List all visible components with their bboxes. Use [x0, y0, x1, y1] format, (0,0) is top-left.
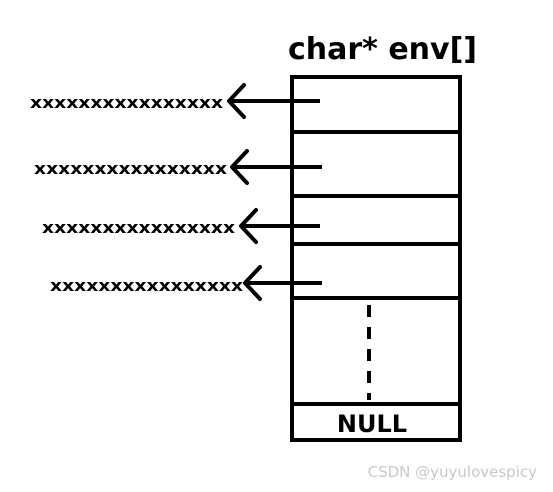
env-entry: xxxxxxxxxxxxxxxx	[34, 149, 322, 185]
env-entry: xxxxxxxxxxxxxxxx	[50, 265, 322, 301]
watermark-text: CSDN @yuyulovespicy	[368, 463, 538, 481]
array-box	[290, 75, 462, 442]
null-terminator-label: NULL	[337, 410, 407, 438]
env-string-label: xxxxxxxxxxxxxxxx	[50, 276, 244, 295]
arrow-head-icon	[243, 265, 262, 301]
env-entry: xxxxxxxxxxxxxxxx	[42, 208, 320, 244]
env-string-label: xxxxxxxxxxxxxxxx	[34, 159, 228, 178]
diagram-title: char* env[]	[288, 32, 477, 67]
env-string-label: xxxxxxxxxxxxxxxx	[30, 93, 224, 112]
arrow-head-icon	[227, 83, 246, 119]
env-string-label: xxxxxxxxxxxxxxxx	[42, 218, 236, 237]
arrow-head-icon	[230, 149, 249, 185]
env-entry: xxxxxxxxxxxxxxxx	[30, 83, 320, 119]
arrow-head-icon	[239, 208, 258, 244]
